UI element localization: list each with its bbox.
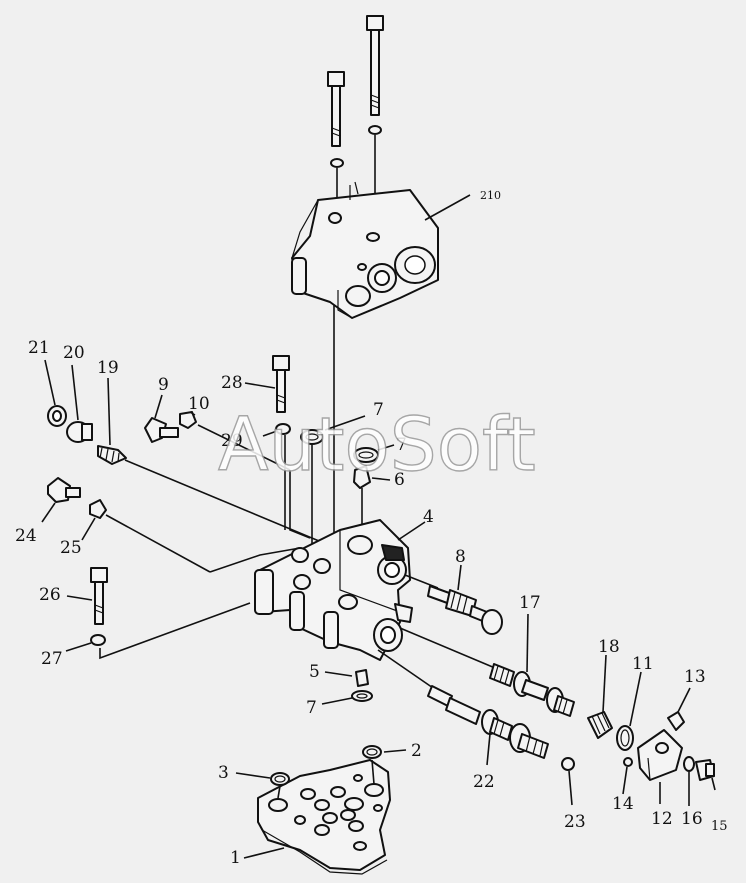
nut-23 xyxy=(561,757,575,771)
centerline-26 xyxy=(99,602,251,660)
label-12: 12 xyxy=(651,809,673,829)
plug-20 xyxy=(66,421,93,443)
label-28: 28 xyxy=(221,373,243,393)
label-23: 23 xyxy=(564,812,586,832)
screw-13 xyxy=(667,711,685,731)
label-3: 3 xyxy=(218,763,229,783)
separator-plate xyxy=(257,759,391,875)
label-17: 17 xyxy=(519,593,541,613)
label-7-bottom: 7 xyxy=(306,698,317,718)
label-26: 26 xyxy=(39,585,61,605)
leader-210 xyxy=(424,194,471,221)
washer-16 xyxy=(683,756,695,772)
oring-7-right xyxy=(353,447,379,463)
spring-18 xyxy=(587,711,613,739)
label-6: 6 xyxy=(394,470,405,490)
label-1: 1 xyxy=(230,848,241,868)
washer-27 xyxy=(90,634,106,646)
label-22: 22 xyxy=(473,772,495,792)
label-11: 11 xyxy=(632,654,654,674)
label-9: 9 xyxy=(158,375,169,395)
pin-14 xyxy=(623,757,633,767)
label-14: 14 xyxy=(612,794,634,814)
spool-8 xyxy=(427,585,503,635)
oring-7-upper xyxy=(300,429,324,445)
check-ball-6 xyxy=(353,465,371,489)
long-bolt-right xyxy=(366,15,384,235)
oring-11 xyxy=(616,725,634,751)
label-13: 13 xyxy=(684,667,706,687)
label-16: 16 xyxy=(681,809,703,829)
bolt-28 xyxy=(272,355,290,413)
oring-7-lower xyxy=(351,690,373,702)
spring-19 xyxy=(97,445,127,465)
label-210: 210 xyxy=(480,189,501,202)
label-4: 4 xyxy=(423,507,434,527)
fitting-24 xyxy=(47,477,81,503)
label-24: 24 xyxy=(15,526,37,546)
spool-17 xyxy=(489,663,575,717)
label-7-top: 7 xyxy=(373,400,384,420)
nut-25 xyxy=(89,499,107,519)
end-cover-12 xyxy=(637,729,683,781)
gasket-3 xyxy=(270,772,290,786)
label-7-mid: 7 xyxy=(396,435,407,455)
spool-22 xyxy=(427,685,549,759)
fitting-9 xyxy=(144,417,179,443)
upper-valve-body xyxy=(291,181,439,319)
label-5: 5 xyxy=(309,662,320,682)
plug-5 xyxy=(355,669,369,687)
label-20: 20 xyxy=(63,343,85,363)
centerline-25 xyxy=(105,514,211,573)
washer-21 xyxy=(47,405,67,427)
label-21: 21 xyxy=(28,338,50,358)
gasket-2 xyxy=(362,745,382,759)
label-25: 25 xyxy=(60,538,82,558)
label-8: 8 xyxy=(455,547,466,567)
plug-15 xyxy=(695,759,715,781)
centerline-19 xyxy=(124,459,356,557)
label-27: 27 xyxy=(41,649,63,669)
centerline-9 xyxy=(197,424,291,471)
label-29: 29 xyxy=(221,431,243,451)
label-15: 15 xyxy=(711,819,728,834)
washer-29 xyxy=(275,423,291,435)
watermark: AutoSoft xyxy=(218,402,536,488)
label-2: 2 xyxy=(411,741,422,761)
label-10: 10 xyxy=(188,394,210,414)
bolt-26 xyxy=(90,567,108,625)
label-19: 19 xyxy=(97,358,119,378)
label-18: 18 xyxy=(598,637,620,657)
lower-valve-body xyxy=(254,519,413,661)
